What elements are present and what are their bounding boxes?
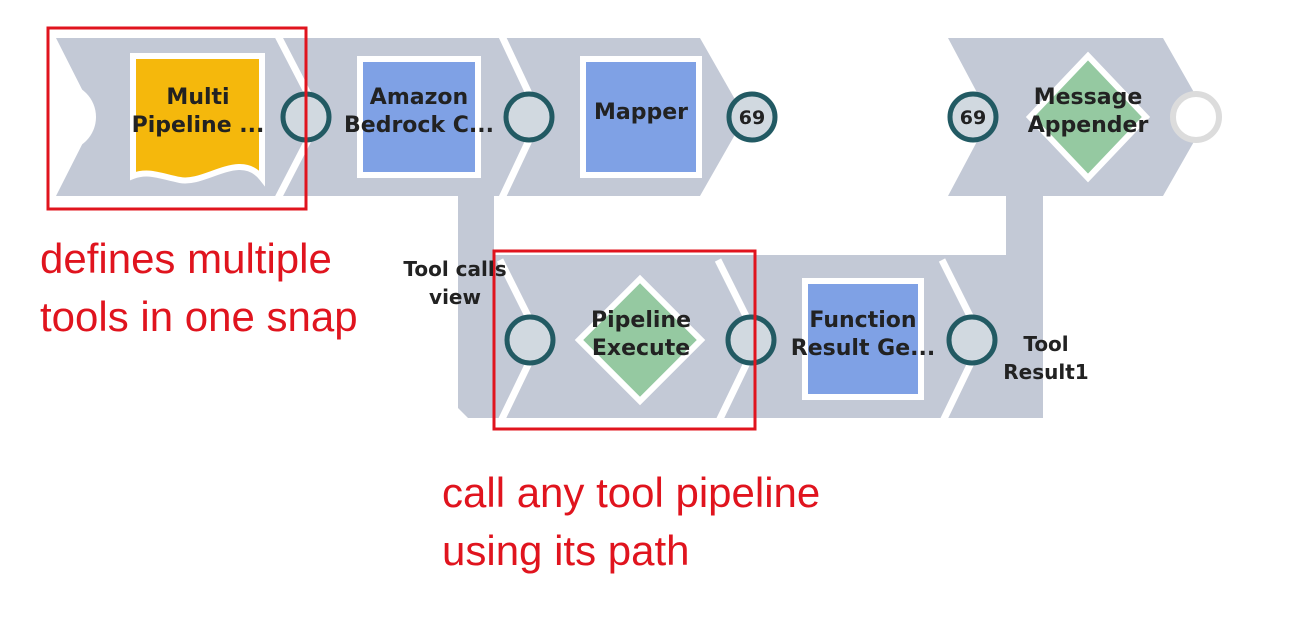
- amazon-bedrock-output-port[interactable]: [503, 91, 555, 143]
- function-result-snap[interactable]: [802, 278, 924, 400]
- mapper-output-count: 69: [739, 107, 765, 129]
- bottom-annotation: call any tool pipeline using its path: [442, 464, 820, 580]
- tool-calls-connector: [458, 190, 494, 265]
- message-appender-label-line2: Appender: [1027, 113, 1149, 138]
- pipeline-execute-highlight-box: [492, 249, 757, 431]
- tool-result-connector: [1006, 190, 1043, 262]
- multi-pipeline-label-line1: Multi: [166, 85, 230, 110]
- document-icon: [130, 53, 265, 187]
- top-annotation-line1: defines multiple: [40, 235, 332, 282]
- function-result-label-line2: Result Ge...: [790, 336, 936, 361]
- pipeline-execute-label-line2: Execute: [591, 336, 691, 361]
- pipeline-execute-label: Pipeline Execute: [570, 307, 712, 363]
- multi-pipeline-highlight-box: [46, 26, 308, 211]
- message-appender-input-count: 69: [960, 107, 986, 129]
- tool-calls-view-line2: view: [429, 285, 481, 309]
- message-appender-output-port[interactable]: [1170, 91, 1222, 143]
- message-appender-snap[interactable]: [1025, 51, 1151, 183]
- mapper-label: Mapper: [593, 100, 688, 125]
- multi-pipeline-label: Multi Pipeline ...: [128, 84, 268, 140]
- tool-result-view-line1: Tool: [1023, 332, 1069, 356]
- bottom-annotation-line2: using its path: [442, 527, 690, 574]
- bottom-annotation-line1: call any tool pipeline: [442, 469, 821, 516]
- top-annotation: defines multiple tools in one snap: [40, 230, 358, 346]
- pipeline-execute-snap[interactable]: [574, 274, 706, 406]
- tool-result-view-label: Tool Result1: [996, 330, 1096, 386]
- mapper-snap[interactable]: [580, 56, 702, 178]
- amazon-bedrock-snap[interactable]: [357, 56, 481, 178]
- pipeline-execute-input-port[interactable]: [504, 314, 556, 366]
- tool-calls-view-label: Tool calls view: [398, 255, 512, 311]
- multi-pipeline-snap[interactable]: [130, 53, 265, 187]
- pipeline-execute-label-line1: Pipeline: [591, 308, 691, 333]
- function-result-label: Function Result Ge...: [788, 307, 938, 363]
- function-result-output-port[interactable]: [946, 314, 998, 366]
- amazon-bedrock-label-line1: Amazon: [369, 85, 469, 110]
- mapper-output-badge[interactable]: 69: [726, 91, 778, 143]
- pipeline-execute-output-port[interactable]: [725, 314, 777, 366]
- multi-pipeline-label-line2: Pipeline ...: [131, 113, 265, 138]
- message-appender-label: Message Appender: [1014, 84, 1162, 140]
- multi-pipeline-input-notch: [62, 83, 96, 151]
- top-annotation-line2: tools in one snap: [40, 293, 358, 340]
- tool-calls-view-line1: Tool calls: [403, 257, 507, 281]
- message-appender-label-line1: Message: [1033, 85, 1143, 110]
- amazon-bedrock-label-line2: Bedrock C...: [344, 113, 494, 138]
- message-appender-input-badge[interactable]: 69: [947, 91, 999, 143]
- tool-result-view-line2: Result1: [1003, 360, 1089, 384]
- amazon-bedrock-label: Amazon Bedrock C...: [344, 84, 494, 140]
- function-result-label-line1: Function: [809, 308, 917, 333]
